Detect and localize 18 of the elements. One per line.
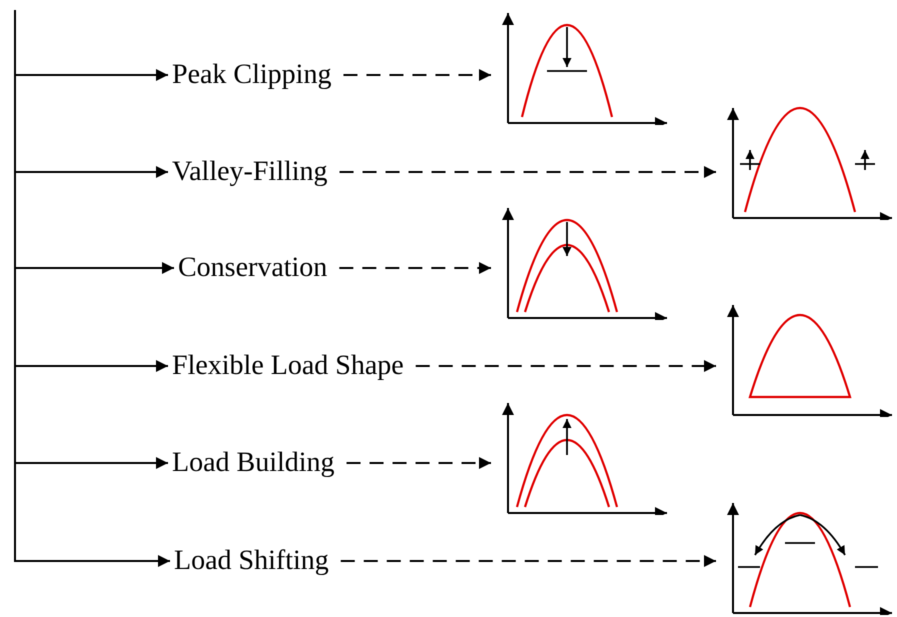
dashed-arrow: [339, 262, 491, 274]
arrow: [15, 555, 170, 567]
dashed-arrow: [340, 166, 716, 178]
strategy-label: Load Building: [172, 447, 335, 479]
strategy-label: Peak Clipping: [172, 59, 332, 91]
dashed-arrow: [343, 69, 491, 81]
arrow: [15, 166, 168, 178]
arrow: [15, 69, 168, 81]
arrow: [15, 360, 168, 372]
arrow: [15, 262, 174, 274]
strategy-label: Conservation: [178, 252, 328, 284]
strategy-label: Valley-Filling: [172, 156, 328, 188]
dashed-arrow: [346, 457, 491, 469]
dashed-arrow: [340, 555, 716, 567]
strategy-label: Load Shifting: [174, 545, 329, 577]
strategy-label: Flexible Load Shape: [172, 350, 404, 382]
dashed-arrow: [416, 360, 716, 372]
arrow: [15, 457, 168, 469]
